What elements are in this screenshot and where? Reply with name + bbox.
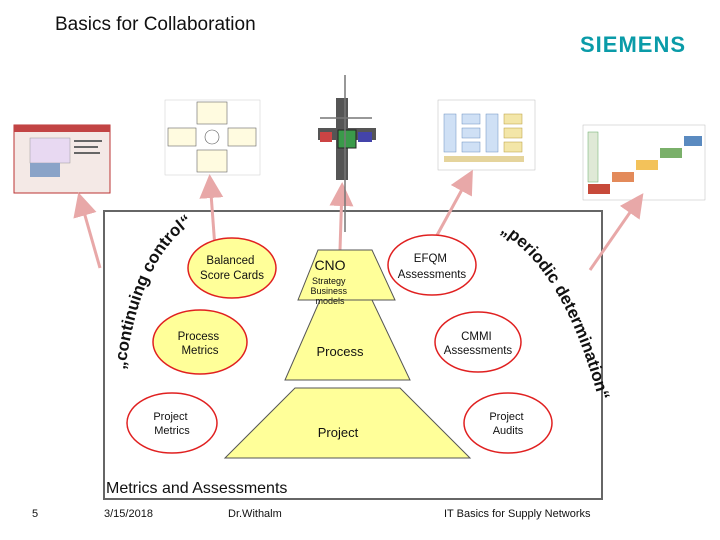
svg-text:Project Metrics: Project Metrics	[153, 411, 190, 437]
pyramid-top-sub-2: Business	[310, 286, 347, 296]
ellipse-process-metrics	[152, 309, 248, 375]
ellipse-project-audits	[463, 392, 553, 454]
thumbnail-cno-cross	[318, 98, 376, 180]
footer-author: Dr.Withalm	[228, 508, 282, 520]
diagram-caption: Metrics and Assessments	[106, 480, 288, 497]
project-metrics-line-1: Project	[153, 411, 187, 423]
thumbnail-sem-screenshot	[13, 124, 111, 194]
thumbnail-cmmi-staircase	[582, 124, 706, 201]
svg-text:CMMI Assessments: CMMI Assessments	[444, 331, 513, 357]
svg-text:Process Metrics: Process Metrics	[178, 331, 223, 357]
siemens-logo: SIEMENS	[580, 32, 687, 57]
periodic-determination-arc-text: „periodic determination“	[498, 219, 614, 402]
process-metrics-line-1: Process	[178, 331, 220, 343]
svg-text:Balanced Score Cards: Balanced Score Cards	[200, 255, 264, 282]
ellipse-balanced-score-cards	[187, 237, 277, 299]
pyramid-bottom-layer	[223, 387, 472, 459]
process-metrics-line-2: Metrics	[181, 345, 218, 357]
pyramid-top-sub-1: Strategy	[312, 276, 346, 286]
pyramid-middle-layer	[284, 299, 411, 381]
thumbnail-balanced-scorecard	[164, 99, 261, 176]
thumbnail-efqm-model	[437, 99, 536, 171]
ellipse-efqm	[387, 234, 477, 296]
project-audits-line-1: Project	[489, 411, 523, 423]
periodic-determination-text: „periodic determination“	[498, 219, 614, 402]
svg-text:Project Audits: Project Audits	[489, 411, 526, 437]
cmmi-line-2: Assessments	[444, 345, 513, 357]
pyramid-top-sub-3: models	[315, 296, 345, 306]
pyramid-top-title: CNO	[314, 257, 345, 273]
diagram-frame	[103, 210, 603, 500]
pyramid-top-layer	[297, 249, 396, 301]
svg-text:Strategy Business mode: Strategy Business models	[310, 276, 349, 306]
page-title: Basics for Collaboration	[55, 14, 256, 35]
footer-date: 3/15/2018	[104, 508, 153, 520]
pyramid-middle-label: Process	[317, 344, 364, 359]
pyramid-bottom-label: Project	[318, 425, 359, 440]
page-number: 5	[32, 508, 39, 520]
ellipse-project-metrics	[126, 392, 218, 454]
efqm-line-1: EFQM	[414, 253, 447, 265]
project-metrics-line-2: Metrics	[154, 425, 190, 437]
project-audits-line-2: Audits	[493, 425, 524, 437]
balanced-line-1: Balanced	[206, 255, 254, 267]
svg-text:EFQM Assessments: EFQM Assessments	[398, 253, 467, 281]
footer-subtitle: IT Basics for Supply Networks	[444, 508, 591, 520]
efqm-line-2: Assessments	[398, 269, 467, 281]
balanced-line-2: Score Cards	[200, 270, 264, 282]
connector-arrows	[73, 169, 644, 271]
ellipse-cmmi	[434, 311, 522, 373]
cmmi-line-1: CMMI	[461, 331, 492, 343]
